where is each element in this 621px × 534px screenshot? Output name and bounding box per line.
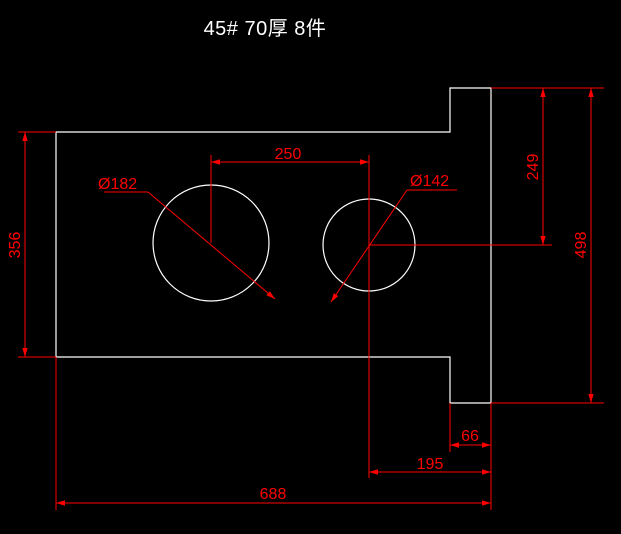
dim-text-d182: Ø182 — [98, 176, 137, 193]
dim-text-356: 356 — [7, 232, 24, 259]
dim-text-195: 195 — [417, 456, 444, 473]
dimension-lines — [18, 87, 604, 510]
dim-text-250: 250 — [275, 146, 302, 163]
dim-line-d142 — [330, 189, 408, 303]
dim-text-66: 66 — [461, 428, 479, 445]
dim-line-d182 — [147, 191, 276, 300]
drawing-title: 45# 70厚 8件 — [203, 18, 327, 40]
dim-text-688: 688 — [260, 486, 287, 503]
dim-text-249: 249 — [525, 154, 542, 181]
dim-text-498: 498 — [573, 232, 590, 259]
dim-text-d142: Ø142 — [410, 173, 449, 190]
